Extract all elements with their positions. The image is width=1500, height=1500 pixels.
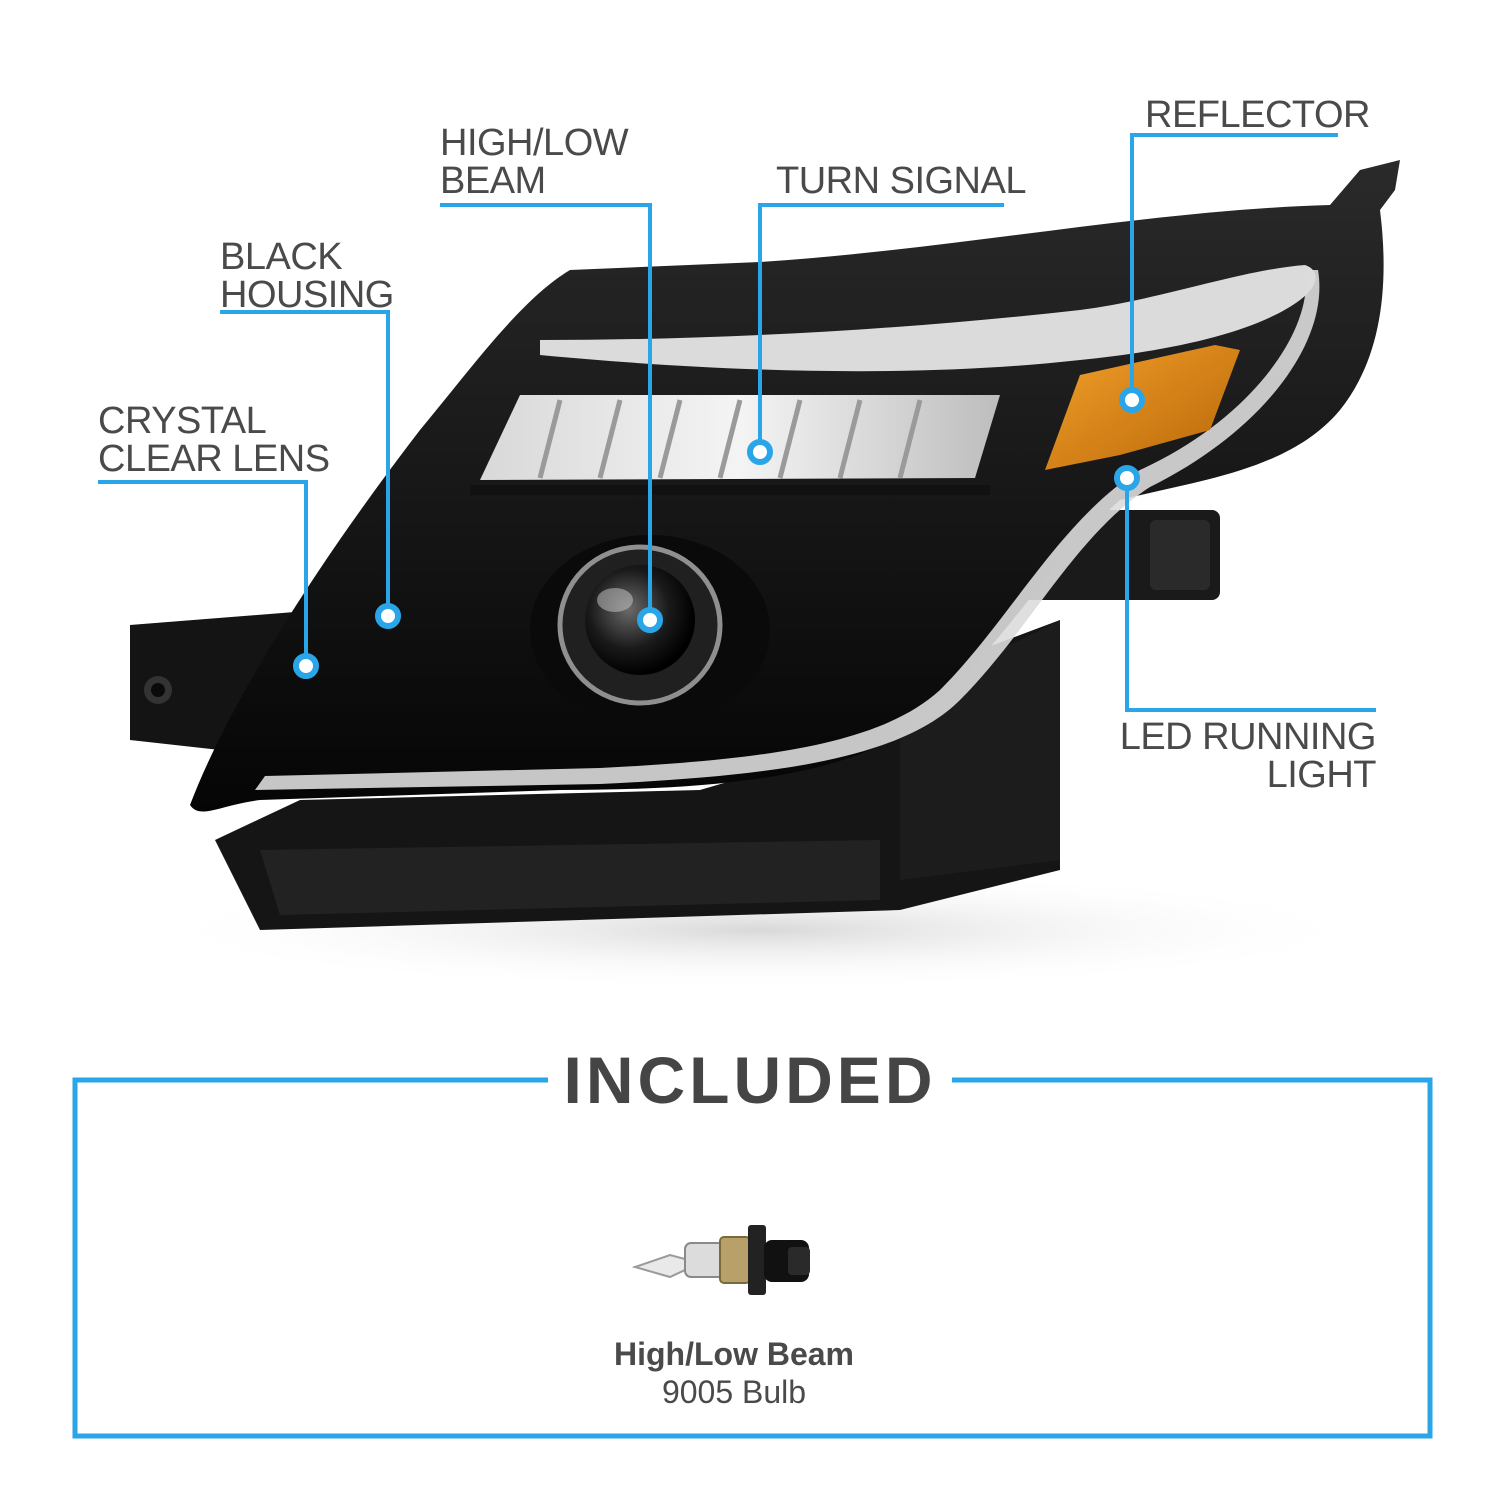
- callout-led-running-light: LED RUNNING LIGHT: [1119, 716, 1377, 796]
- black-housing-dot-icon: [375, 603, 401, 629]
- reflector-dot-icon: [1119, 387, 1145, 413]
- led-running-light-dot-icon: [1114, 465, 1140, 491]
- crystal-clear-lens-dot-icon: [293, 653, 319, 679]
- callout-high-low-beam: HIGH/LOW BEAM: [440, 122, 629, 202]
- callout-black-housing: BLACK HOUSING: [220, 236, 394, 316]
- included-title: INCLUDED: [548, 1040, 952, 1120]
- included-item-description: 9005 Bulb: [661, 1374, 807, 1410]
- included-item-name: High/Low Beam: [613, 1336, 854, 1372]
- callout-turn-signal: TURN SIGNAL: [776, 160, 1026, 202]
- callout-reflector: REFLECTOR: [1145, 94, 1370, 136]
- turn-signal-dot-icon: [747, 439, 773, 465]
- high-low-beam-dot-icon: [637, 607, 663, 633]
- bulb-image: [631, 1225, 810, 1295]
- callout-crystal-clear-lens: CRYSTAL CLEAR LENS: [98, 400, 330, 480]
